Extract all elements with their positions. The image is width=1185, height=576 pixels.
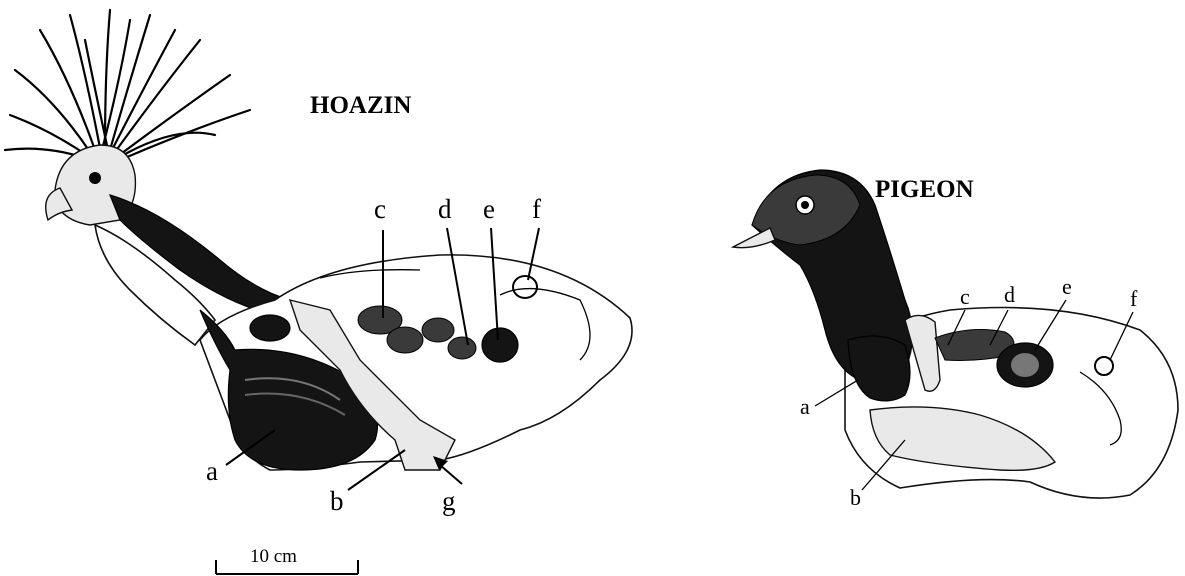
- pigeon-title: PIGEON: [875, 176, 974, 203]
- pigeon-label-c: c: [960, 284, 970, 309]
- hoazin-label-c: c: [374, 194, 386, 224]
- hoazin-label-g: g: [442, 486, 456, 516]
- hoazin-crest: [5, 10, 250, 160]
- pigeon-label-f: f: [1130, 286, 1138, 311]
- hoazin-label-d: d: [438, 194, 452, 224]
- scale-bar-label: 10 cm: [250, 546, 297, 567]
- pigeon-beak: [733, 228, 775, 248]
- pigeon-label-e: e: [1062, 274, 1072, 299]
- pigeon-illustration: [733, 170, 1178, 498]
- scale-bar: 10 cm: [216, 546, 358, 574]
- hoazin-leader-g: [440, 465, 462, 484]
- hoazin-label-e: e: [483, 194, 495, 224]
- pigeon-label-d: d: [1004, 282, 1015, 307]
- hoazin-label-a: a: [206, 456, 218, 486]
- hoazin-eye: [89, 172, 101, 184]
- hoazin-label-b: b: [330, 486, 344, 516]
- hoazin-illustration: [5, 10, 632, 470]
- pigeon-label-b: b: [850, 485, 861, 510]
- hoazin-title: HOAZIN: [310, 92, 411, 119]
- hoazin-cloaca: [513, 276, 537, 298]
- hoazin-label-f: f: [532, 194, 541, 224]
- pigeon-label-a: a: [800, 394, 810, 419]
